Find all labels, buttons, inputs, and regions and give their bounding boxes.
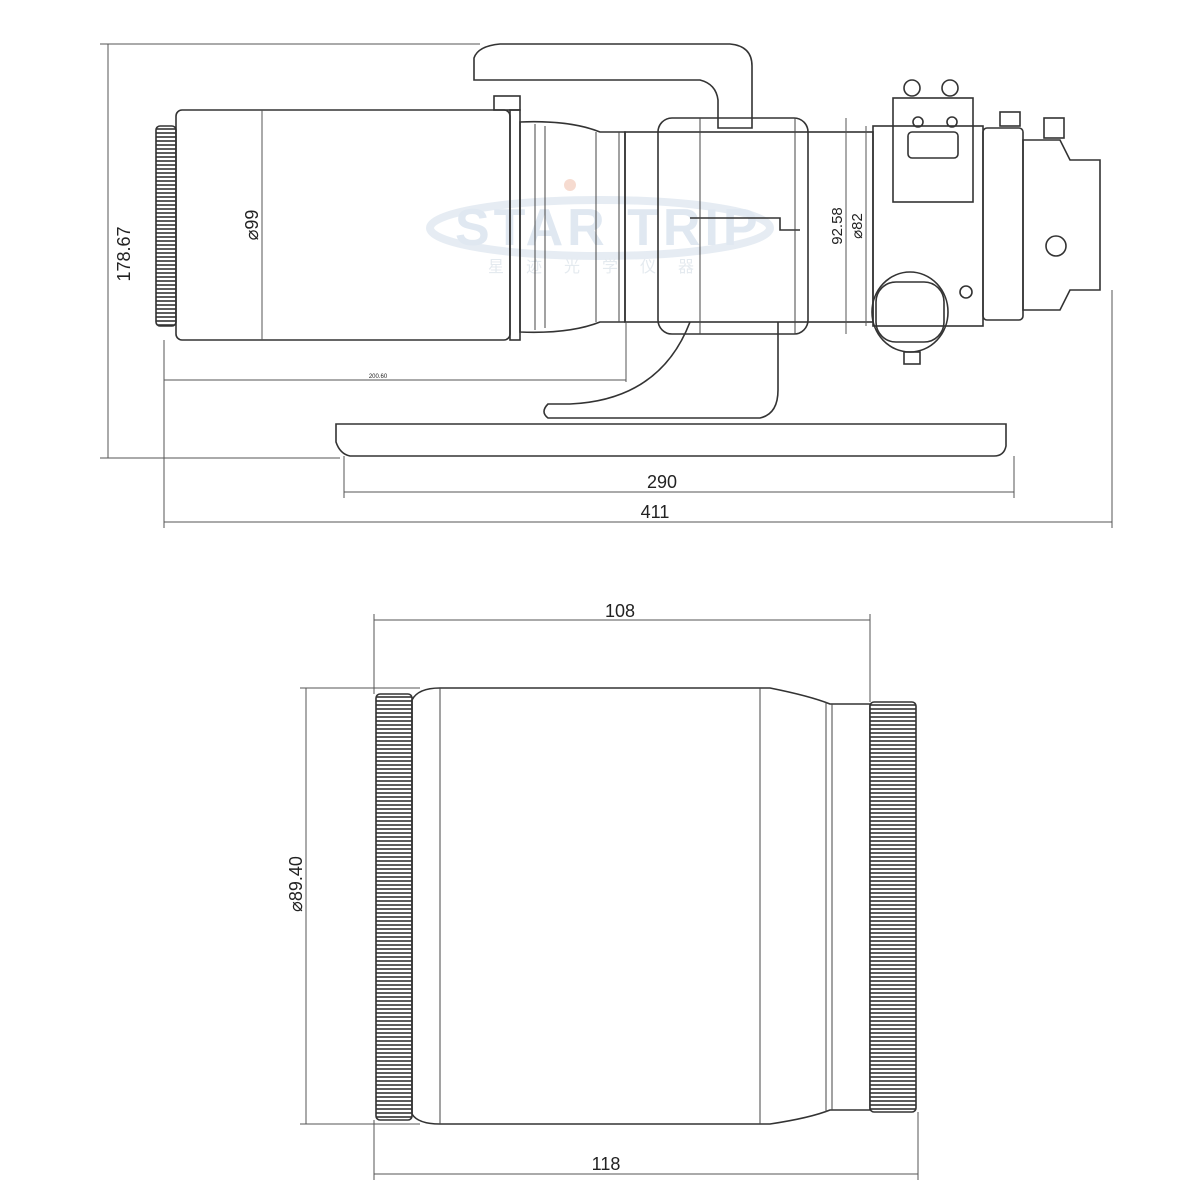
total-length-label: 411: [641, 502, 670, 522]
watermark: STAR TRIP 星迹光学仪器: [426, 179, 774, 276]
svg-text:STAR TRIP: STAR TRIP: [455, 199, 762, 257]
side-view-dimensions: [100, 43, 1113, 528]
dew-outer-length-label: 118: [592, 1154, 621, 1174]
dew-shield-dimensions: [300, 614, 919, 1180]
dew-inner-length-label: 108: [605, 601, 635, 621]
focuser-diameter-label: ⌀82: [849, 213, 866, 239]
dovetail-length-label: 290: [647, 472, 677, 492]
height-dimension-label: 178.67: [114, 226, 134, 281]
svg-text:星迹光学仪器: 星迹光学仪器: [488, 257, 716, 276]
dew-shield-view: [375, 687, 917, 1125]
dew-shield-to-clamp-label: 200.60: [369, 374, 388, 380]
telescope-side-view: [155, 43, 1101, 457]
dew-diameter-label: ⌀89.40: [286, 856, 306, 912]
tube-diameter-label: ⌀99: [242, 210, 262, 241]
clamp-height-label: 92.58: [829, 207, 846, 245]
